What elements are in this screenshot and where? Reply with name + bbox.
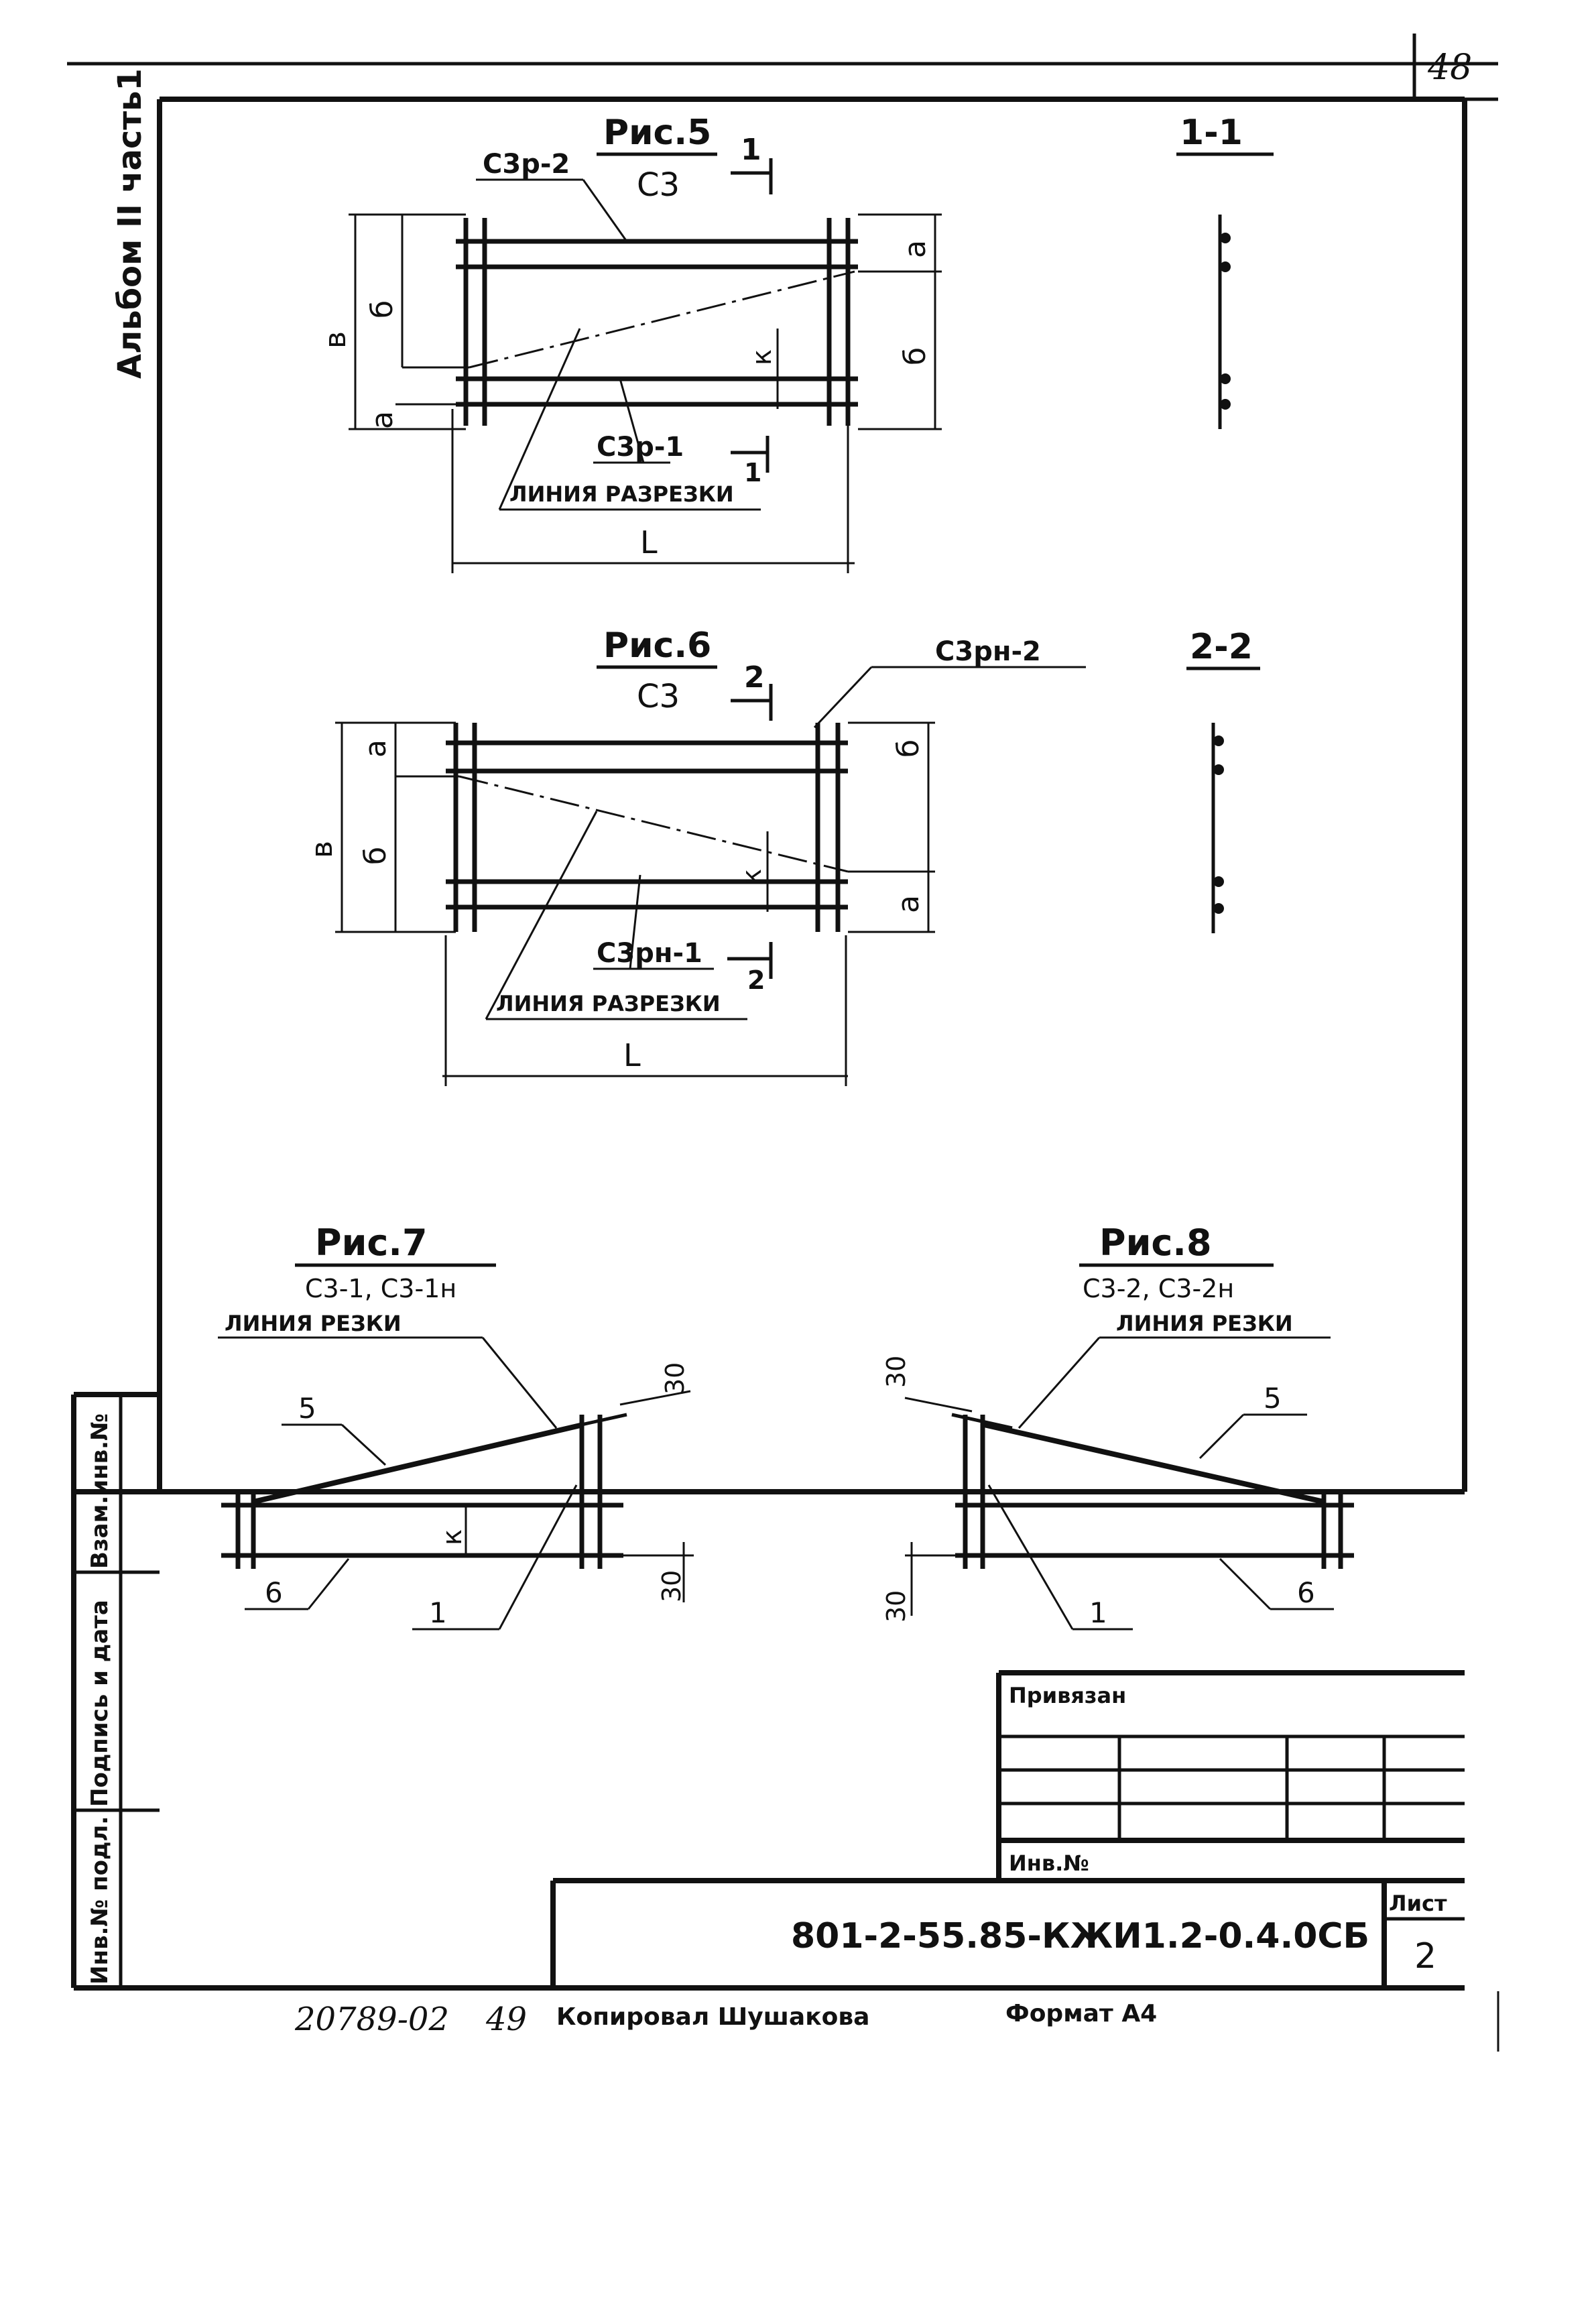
fig5-dim-B: в — [318, 331, 353, 349]
fig6-subtitle: С3 — [637, 678, 680, 715]
section-1-1: 1-1 — [1176, 113, 1274, 429]
footer-number-mid: 49 — [485, 2001, 527, 2038]
footer-format: Формат А4 — [1005, 2000, 1157, 2027]
stamp-inv-no: Инв.№ — [1009, 1850, 1089, 1876]
fig6-section-mark-bottom: 2 — [747, 965, 765, 995]
fig7-subtitle: С3-1, С3-1н — [305, 1274, 456, 1303]
fig7-pos-6: 6 — [265, 1576, 283, 1609]
fig7-pos-1: 1 — [429, 1596, 447, 1629]
fig6-dim-a-right: а — [892, 895, 926, 913]
fig5-section-mark-bottom: 1 — [744, 458, 761, 487]
side-stamp — [71, 1392, 1465, 1991]
fig6-bottom-mesh-label: С3рн-1 — [597, 938, 702, 969]
stamp-designation: 801-2-55.85-КЖИ1.2-0.4.0СБ — [791, 1916, 1369, 1956]
stamp-attached: Привязан — [1009, 1683, 1126, 1708]
fig6-top-mesh-label: С3рн-2 — [935, 636, 1041, 667]
fig6-dim-k: к — [737, 869, 768, 885]
footer-copied-by: Копировал Шушакова — [556, 2003, 869, 2031]
fig5-title: Рис.5 — [603, 113, 711, 153]
fig8-subtitle: С3-2, С3-2н — [1083, 1274, 1234, 1303]
fig5-bottom-mesh-label: С3р-1 — [597, 432, 684, 463]
fig5-dim-b-right: б — [898, 347, 932, 365]
stamp-sheet-value: 2 — [1414, 1936, 1436, 1976]
fig6-dim-B: в — [305, 841, 339, 858]
fig7-pos-5: 5 — [298, 1392, 316, 1425]
footer-number-left: 20789-02 — [294, 2001, 449, 2038]
section-1-1-label: 1-1 — [1180, 113, 1243, 153]
section-2-2-label: 2-2 — [1190, 627, 1253, 667]
fig5-dim-k: к — [747, 349, 778, 365]
figure-5: Рис.5 С3 1 С3р-2 в б а а б — [318, 113, 942, 573]
fig8-cut-line-label: ЛИНИЯ РЕЗКИ — [1116, 1311, 1293, 1336]
album-label: Альбом II часть1 — [111, 68, 149, 379]
fig8-pos-1: 1 — [1089, 1596, 1107, 1629]
fig6-dim-L: L — [623, 1037, 641, 1073]
fig6-cut-line-label: ЛИНИЯ РАЗРЕЗКИ — [496, 991, 721, 1016]
fig6-dim-b-right: б — [892, 740, 926, 758]
section-2-2: 2-2 — [1186, 627, 1260, 933]
fig8-pos-6: 6 — [1297, 1576, 1315, 1609]
fig6-section-mark-top: 2 — [744, 660, 765, 695]
figure-8: Рис.8 С3-2, С3-2н ЛИНИЯ РЕЗКИ 5 6 1 30 3… — [881, 1222, 1354, 1631]
fig8-dim-30-bottom: 30 — [881, 1590, 911, 1622]
fig5-dim-a-right: а — [898, 240, 932, 258]
fig5-dim-a-left: а — [365, 411, 400, 429]
fig5-section-mark-top: 1 — [741, 133, 761, 167]
fig5-dim-b: б — [365, 300, 400, 318]
side-stamp-sign-date: Подпись и дата — [86, 1600, 113, 1807]
fig5-cut-line-label: ЛИНИЯ РАЗРЕЗКИ — [509, 481, 734, 507]
title-block — [550, 1670, 1465, 1988]
fig5-subtitle: С3 — [637, 166, 680, 204]
sheet-page-number: 48 — [1427, 48, 1472, 88]
fig8-pos-5: 5 — [1264, 1382, 1282, 1415]
sheet-frame — [67, 34, 1498, 1494]
side-stamp-inv-orig: Инв.№ подл. — [86, 1816, 113, 1985]
fig7-dim-k: к — [437, 1529, 468, 1545]
fig5-top-mesh-label: С3р-2 — [483, 149, 570, 180]
stamp-sheet-label: Лист — [1389, 1891, 1447, 1916]
fig7-dim-30-top: 30 — [660, 1362, 690, 1395]
figure-6: Рис.6 С3 2 С3рн-2 в а б б а к — [305, 626, 1086, 1086]
side-stamp-replace-inv: Взам.инв.№ — [86, 1413, 113, 1569]
fig7-cut-line-label: ЛИНИЯ РЕЗКИ — [225, 1311, 402, 1336]
fig6-title: Рис.6 — [603, 626, 711, 666]
fig8-dim-30-top: 30 — [881, 1356, 911, 1388]
fig6-dim-a-left: а — [359, 740, 393, 758]
fig6-dim-b-left: б — [359, 847, 393, 865]
fig5-dim-L: L — [640, 524, 658, 560]
fig7-title: Рис.7 — [315, 1222, 428, 1264]
figure-7: Рис.7 С3-1, С3-1н ЛИНИЯ РЕЗКИ 5 6 1 к 30… — [218, 1222, 694, 1631]
fig8-title: Рис.8 — [1099, 1222, 1212, 1264]
fig7-dim-30-bottom: 30 — [657, 1570, 686, 1602]
